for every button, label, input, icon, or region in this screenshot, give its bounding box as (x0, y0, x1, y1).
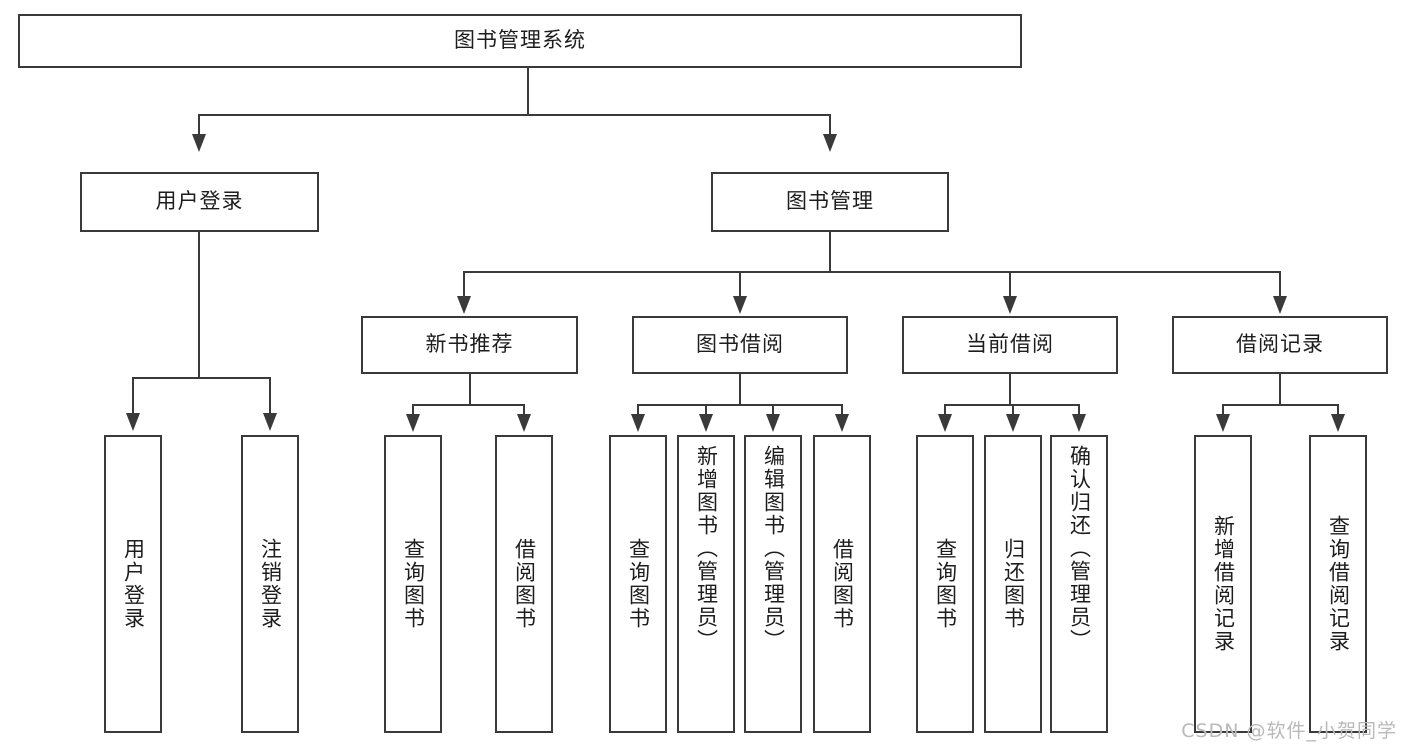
leaf-query-borrow-record[interactable]: 查询借阅记录 (1309, 435, 1367, 733)
arrowhead-leaf-return-book (1006, 414, 1020, 432)
connector-records-drop-1 (1222, 404, 1224, 416)
leaf-query-book-current[interactable]: 查询图书 (916, 435, 974, 733)
connector-borrow-drop-2 (705, 404, 707, 416)
arrowhead-leaf-add-book (699, 414, 713, 432)
node-label: 新增借阅记录 (1211, 515, 1236, 653)
leaf-return-book[interactable]: 归还图书 (984, 435, 1042, 733)
connector-level2-bus (198, 114, 830, 116)
connector-records-stem (1279, 374, 1281, 404)
arrowhead-leaf-query-book-cb (938, 414, 952, 432)
leaf-borrow-book-newbook[interactable]: 借阅图书 (495, 435, 553, 733)
connector-bookmgmt-stem (829, 232, 831, 271)
node-label: 查询借阅记录 (1326, 515, 1351, 653)
node-label: 图书借阅 (696, 332, 784, 357)
arrowhead-level3-2 (733, 296, 747, 314)
connector-newbook-drop-1 (412, 404, 414, 416)
leaf-logout[interactable]: 注销登录 (241, 435, 299, 733)
arrowhead-leaf-borrow-book-bb (835, 414, 849, 432)
leaf-add-book-admin[interactable]: 新增图书（管理员） (677, 435, 735, 733)
leaf-edit-book-admin[interactable]: 编辑图书（管理员） (744, 435, 802, 733)
node-book-borrow[interactable]: 图书借阅 (632, 316, 848, 374)
arrowhead-leaf-edit-book (766, 414, 780, 432)
connector-level2-drop-2 (829, 114, 831, 136)
connector-current-drop-3 (1078, 404, 1080, 416)
connector-current-drop-1 (944, 404, 946, 416)
connector-level3-drop-1 (463, 271, 465, 298)
connector-level2-drop-1 (198, 114, 200, 136)
leaf-query-book-newbook[interactable]: 查询图书 (384, 435, 442, 733)
node-label: 当前借阅 (966, 332, 1054, 357)
node-user-login[interactable]: 用户登录 (80, 172, 319, 232)
node-borrow-records[interactable]: 借阅记录 (1172, 316, 1388, 374)
node-label: 借阅记录 (1236, 332, 1324, 357)
node-label: 用户登录 (121, 538, 146, 630)
arrowhead-leaf-user-login (126, 413, 140, 431)
arrowhead-level3-4 (1273, 296, 1287, 314)
node-label: 查询图书 (626, 538, 651, 630)
arrowhead-leaf-borrow-book-nb (517, 414, 531, 432)
connector-borrow-drop-1 (637, 404, 639, 416)
connector-borrow-bus (637, 404, 842, 406)
connector-current-stem (1009, 374, 1011, 404)
node-label: 借阅图书 (512, 538, 537, 630)
node-label: 查询图书 (933, 538, 958, 630)
leaf-query-book-borrow[interactable]: 查询图书 (609, 435, 667, 733)
connector-level3-drop-3 (1009, 271, 1011, 298)
connector-records-drop-2 (1337, 404, 1339, 416)
leaf-confirm-return-admin[interactable]: 确认归还（管理员） (1050, 435, 1108, 733)
connector-userlogin-drop-2 (269, 377, 271, 415)
connector-newbook-drop-2 (523, 404, 525, 416)
node-label: 借阅图书 (830, 538, 855, 630)
connector-borrow-drop-3 (772, 404, 774, 416)
arrowhead-level3-1 (457, 296, 471, 314)
leaf-add-borrow-record[interactable]: 新增借阅记录 (1194, 435, 1252, 733)
arrowhead-leaf-logout (263, 413, 277, 431)
connector-level3-drop-4 (1279, 271, 1281, 298)
node-book-management[interactable]: 图书管理 (711, 172, 949, 232)
node-label: 确认归还（管理员） (1067, 445, 1092, 652)
node-label: 用户登录 (155, 189, 244, 214)
node-root-library-system[interactable]: 图书管理系统 (18, 14, 1022, 68)
arrowhead-leaf-query-book-bb (631, 414, 645, 432)
arrowhead-leaf-add-record (1216, 414, 1230, 432)
connector-userlogin-drop-1 (132, 377, 134, 415)
connector-newbook-bus (412, 404, 524, 406)
node-label: 归还图书 (1001, 538, 1026, 630)
arrowhead-leaf-confirm-return (1072, 414, 1086, 432)
connector-borrow-drop-4 (841, 404, 843, 416)
node-label: 图书管理系统 (454, 28, 586, 53)
connector-level3-bus (463, 271, 1280, 273)
connector-userlogin-bus (132, 377, 270, 379)
connector-level3-drop-2 (739, 271, 741, 298)
node-label: 新书推荐 (425, 332, 514, 357)
node-label: 新增图书（管理员） (694, 445, 719, 652)
connector-userlogin-stem (198, 232, 200, 377)
arrowhead-leaf-query-record (1331, 414, 1345, 432)
connector-current-drop-2 (1012, 404, 1014, 416)
node-current-borrow[interactable]: 当前借阅 (902, 316, 1118, 374)
node-label: 注销登录 (258, 538, 283, 630)
node-label: 图书管理 (786, 189, 874, 214)
connector-newbook-stem (469, 374, 471, 404)
connector-records-bus (1222, 404, 1338, 406)
arrowhead-level2-1 (192, 134, 206, 152)
leaf-borrow-book-borrow[interactable]: 借阅图书 (813, 435, 871, 733)
node-label: 查询图书 (401, 538, 426, 630)
connector-current-bus (944, 404, 1079, 406)
node-new-book-recommend[interactable]: 新书推荐 (361, 316, 578, 374)
arrowhead-leaf-query-book-nb (406, 414, 420, 432)
node-label: 编辑图书（管理员） (761, 445, 786, 652)
connector-borrow-stem (739, 374, 741, 404)
leaf-user-login[interactable]: 用户登录 (104, 435, 162, 733)
connector-root-stem (527, 68, 529, 114)
arrowhead-level3-3 (1003, 296, 1017, 314)
arrowhead-level2-2 (823, 134, 837, 152)
